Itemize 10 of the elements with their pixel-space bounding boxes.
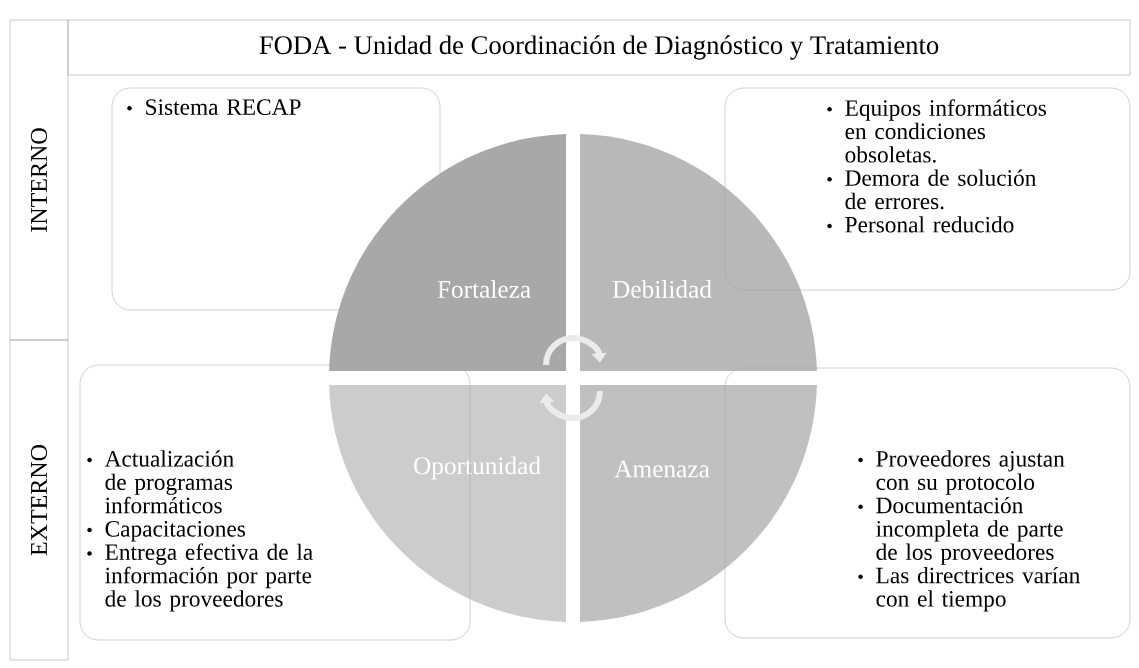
cycle-arrow	[539, 390, 603, 421]
quadrant-sector: Amenaza	[580, 385, 817, 622]
bullet-list-box: Proveedores ajustan con su protocolo Documentación incompleta de parte de los proveedores Las directrices varían con el tiempo	[724, 367, 1131, 639]
row-header: EXTERNO	[9, 339, 69, 661]
quadrant-sector: Fortaleza	[329, 134, 566, 371]
quadrant-sector: Debilidad	[580, 134, 817, 371]
row-header: INTERNO	[9, 19, 69, 341]
cycle-arrow	[543, 335, 607, 366]
title-box: FODA - Unidad de Coordinación de Diagnóstico y Tratamiento	[67, 19, 1131, 76]
bullet-list-box: Equipos informáticos en condiciones obsoletas. Demora de solución de errores. Personal reducido	[724, 87, 1131, 291]
